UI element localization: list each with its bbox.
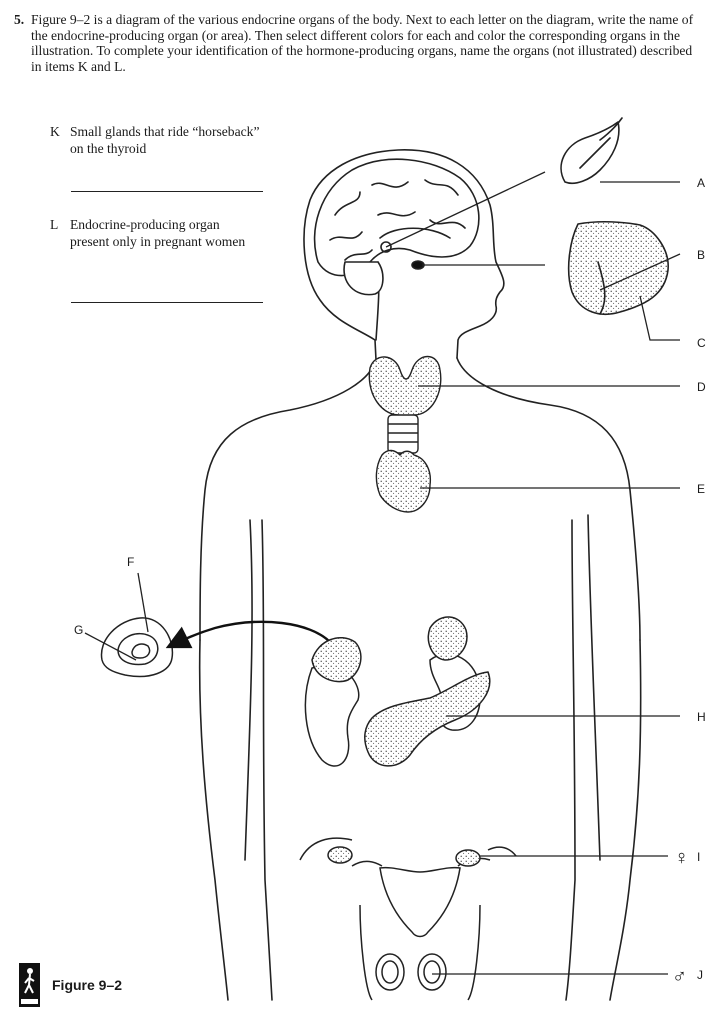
question-text-block: 5. Figure 9–2 is a diagram of the variou… <box>14 12 694 74</box>
thymus-gland <box>375 449 432 513</box>
leader-g <box>84 632 137 661</box>
right-inner-waist <box>565 519 576 1001</box>
pituitary-gland-magnified <box>567 220 669 316</box>
label-c: C <box>697 336 706 350</box>
leader-c <box>639 295 680 341</box>
item-l-letter: L <box>50 217 59 232</box>
question-number: 5. <box>14 12 25 27</box>
male-reproductive-organs <box>359 904 481 1001</box>
left-inner-waist <box>261 519 273 1001</box>
left-body-edge <box>198 639 229 1001</box>
item-l-text: Endocrine-producing organ present only i… <box>70 217 246 249</box>
adrenal-cross-section <box>100 617 174 678</box>
cerebellum <box>343 261 384 296</box>
uterus <box>379 866 461 938</box>
left-ovary <box>327 846 353 864</box>
label-j: J <box>697 968 703 982</box>
label-d: D <box>697 380 706 394</box>
female-symbol-icon: ♀ <box>674 847 689 869</box>
left-adrenal-gland <box>311 637 362 683</box>
left-arm-line <box>244 519 253 861</box>
adrenal-arrow <box>165 620 331 649</box>
leader-a-to-brain <box>385 171 546 248</box>
right-ovary <box>455 849 481 867</box>
male-symbol-icon: ♂ <box>672 966 687 988</box>
right-arm-line <box>587 514 601 861</box>
right-body-edge <box>609 639 642 1001</box>
leader-lines <box>84 171 681 975</box>
figure-caption: Figure 9–2 <box>52 977 123 993</box>
item-k-letter: K <box>50 124 60 139</box>
item-k-text: Small glands that ride “horseback” on th… <box>70 124 260 156</box>
left-kidney <box>304 663 360 767</box>
item-k-answer-line[interactable] <box>71 191 263 192</box>
label-h: H <box>697 710 706 724</box>
leader-f <box>137 572 149 633</box>
label-f: F <box>127 555 134 569</box>
label-b: B <box>697 248 705 262</box>
item-l-answer-line[interactable] <box>71 302 263 303</box>
question-instructions: Figure 9–2 is a diagram of the various e… <box>31 12 694 74</box>
body-outline-torso <box>199 357 641 641</box>
item-k: K Small glands that ride “horseback” on … <box>50 123 260 157</box>
label-i: I <box>697 850 700 864</box>
item-l: L Endocrine-producing organ present only… <box>50 216 260 250</box>
corpus-callosum <box>379 227 451 239</box>
trachea <box>387 414 419 454</box>
label-a: A <box>697 176 705 190</box>
female-reproductive-organs <box>299 837 517 938</box>
label-g: G <box>74 623 83 637</box>
brain-cerebrum <box>313 158 480 277</box>
label-e: E <box>697 482 705 496</box>
pancreas <box>364 671 491 767</box>
brain-folds <box>329 179 466 261</box>
body-outline-head <box>303 149 505 361</box>
publisher-logo-icon <box>19 963 40 1007</box>
leader-b <box>599 253 681 291</box>
pineal-dot <box>380 241 392 253</box>
right-adrenal-gland <box>427 616 468 661</box>
